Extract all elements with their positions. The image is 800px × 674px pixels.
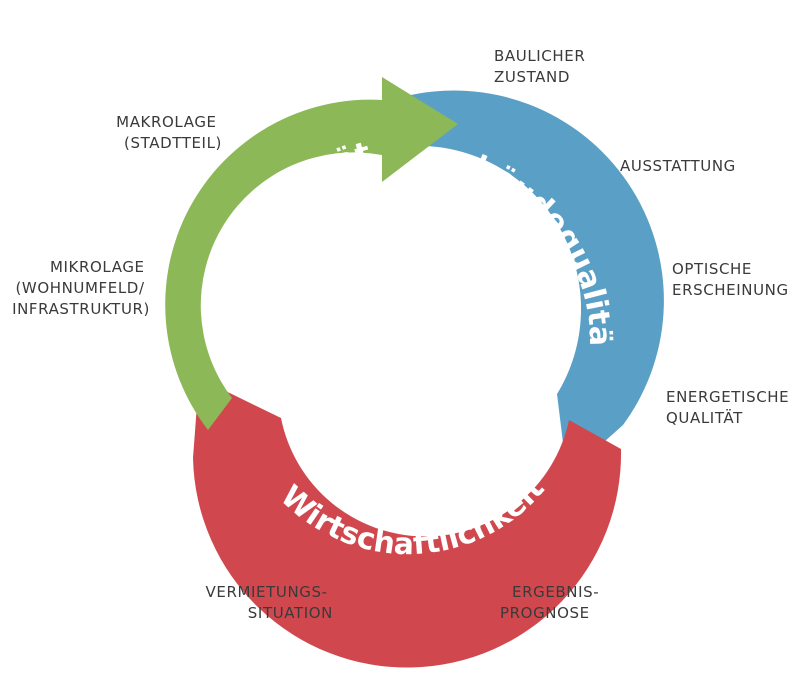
ergebnisprognose-label: ERGEBNIS- PROGNOSE <box>500 583 605 622</box>
optische-erscheinung-label: OPTISCHE ERSCHEINUNG <box>672 260 789 299</box>
energetische-qualitaet-label: ENERGETISCHE QUALITÄT <box>666 388 795 427</box>
wirtschaftlichkeit-arrow <box>193 378 622 668</box>
lagequalitaet-arrow <box>165 77 459 430</box>
baulicher-zustand-label: BAULICHER ZUSTAND <box>494 47 591 86</box>
mikrolage-label: MIKROLAGE (WOHNUMFELD/ INFRASTRUKTUR) <box>12 258 150 318</box>
gebaeudequalitaet-arrow <box>402 90 664 475</box>
ausstattung-label: AUSSTATTUNG <box>620 157 736 175</box>
makrolage-label: MAKROLAGE (STADTTEIL) <box>116 113 222 152</box>
vermietungssituation-label: VERMIETUNGS- SITUATION <box>206 583 334 622</box>
